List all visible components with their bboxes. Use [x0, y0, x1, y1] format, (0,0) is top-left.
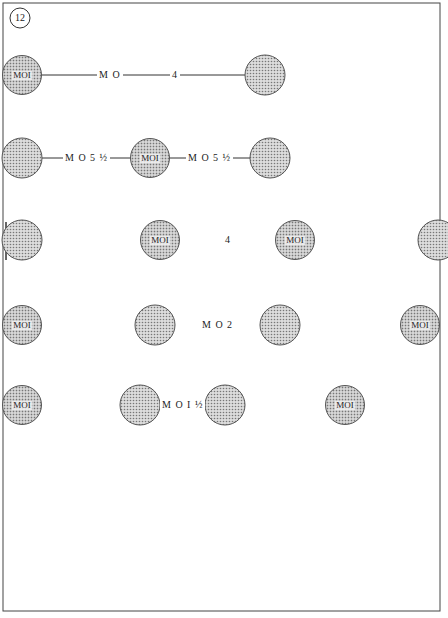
- circle-label: MOI: [285, 236, 305, 245]
- empty-circle: [2, 220, 42, 260]
- circle-label: MOI: [410, 321, 430, 330]
- dimension-label: M O 5 ½: [63, 153, 110, 163]
- circle-label: MOI: [12, 401, 32, 410]
- dimension-label: M O 2: [200, 320, 235, 330]
- empty-circle: [135, 305, 175, 345]
- circle-label: MOI: [12, 71, 32, 80]
- stippled-circle: MOI: [2, 305, 42, 345]
- circle-label: MOI: [140, 154, 160, 163]
- number-ring: [10, 8, 30, 28]
- stippled-circle: MOI: [140, 220, 180, 260]
- dimension-label: M O 5 ½: [186, 153, 233, 163]
- stippled-circle: MOI: [275, 220, 315, 260]
- stippled-circle: MOI: [400, 305, 440, 345]
- stippled-circle: MOI: [2, 385, 42, 425]
- empty-circle: [260, 305, 300, 345]
- dimension-label: 4: [223, 235, 233, 245]
- stippled-circle: MOI: [130, 138, 170, 178]
- empty-circle: [245, 55, 285, 95]
- stippled-circle: MOI: [325, 385, 365, 425]
- page-frame: [3, 3, 440, 611]
- empty-circle: [418, 220, 448, 260]
- stippled-circle: MOI: [2, 55, 42, 95]
- empty-circle: [205, 385, 245, 425]
- empty-circle: [120, 385, 160, 425]
- dimension-label: M O: [97, 70, 123, 80]
- circle-label: MOI: [12, 321, 32, 330]
- empty-circle: [2, 138, 42, 178]
- dimension-line: [42, 75, 245, 76]
- circle-label: MOI: [150, 236, 170, 245]
- empty-circle: [250, 138, 290, 178]
- dimension-label: 4: [170, 70, 180, 80]
- dimension-label: M O I ½: [160, 400, 205, 410]
- circle-label: MOI: [335, 401, 355, 410]
- callout-number: 12: [15, 13, 25, 23]
